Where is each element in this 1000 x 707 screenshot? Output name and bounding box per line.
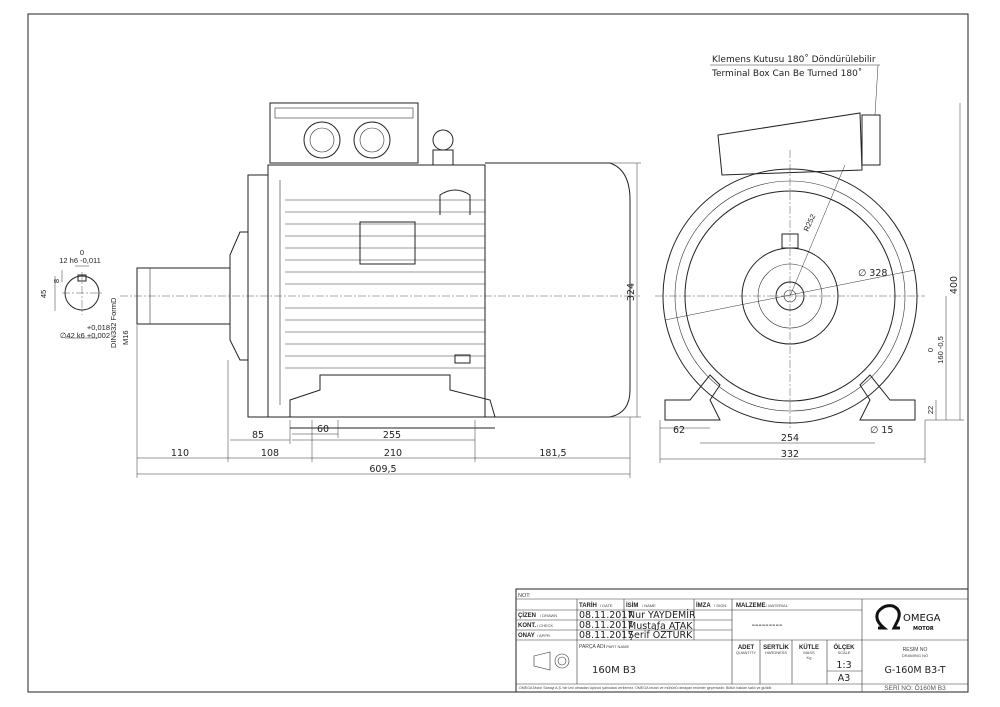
dim-108: 108	[261, 448, 279, 459]
row-date: 08.11.2017	[579, 610, 633, 621]
logo-text: OMEGA	[903, 613, 941, 624]
dim-609-5: 609,5	[369, 464, 396, 475]
mass-unit: Kg	[807, 655, 812, 660]
row-role-sub: / CHECK	[537, 623, 554, 628]
signature-row: ONAY / APPR. 08.11.2017 Şerif ÖZTÜRK	[518, 630, 693, 641]
terminal-box	[269, 102, 419, 164]
dim-255: 255	[383, 430, 401, 441]
serial-number: SERİ NO: Ö160M B3	[884, 683, 946, 692]
material-header: MALZEME	[736, 603, 766, 609]
row-role-sub: / DRAWN	[540, 613, 557, 618]
not-label: NOT:	[518, 593, 531, 599]
side-view-dimensions: 85 60 255 110 108 210 181,5 609,5 324	[136, 162, 641, 478]
front-view: Klemens Kutusu 180˚ Döndürülebilir Termi…	[655, 54, 925, 430]
dim-d328: ∅ 328	[858, 268, 887, 279]
logo-subtext: MOTOR	[913, 626, 934, 632]
motor-body	[267, 164, 486, 418]
paper-size: A3	[838, 673, 851, 684]
lifting-eye	[432, 129, 454, 151]
signature-row: ÇİZEN / DRAWN 08.11.2017 Nur YAYDEMİR	[518, 610, 696, 621]
row-name: Mustafa ATAK	[628, 621, 693, 632]
dim-85: 85	[252, 430, 264, 441]
hardness-header-sub: HARDNESS	[765, 650, 788, 655]
date-header: TARİH	[579, 602, 597, 609]
key-height: 8	[52, 279, 61, 283]
dim-210: 210	[384, 448, 402, 459]
side-view	[120, 102, 640, 429]
signature-row: KONT. / CHECK 08.11.2017 Mustafa ATAK	[518, 620, 693, 632]
drawing-no-header: RESİM NO	[903, 646, 928, 653]
fan-cover	[485, 162, 631, 418]
quantity-header-sub: QUANTITY	[736, 650, 757, 655]
dim-r252: R252	[802, 213, 818, 233]
row-date: 08.11.2017	[579, 630, 633, 641]
terminal-box-front	[717, 112, 863, 176]
mass-header-sub: MASS	[803, 650, 815, 655]
shaft-height: 45	[39, 290, 48, 298]
part-name-header-sub: / PART NAME	[604, 644, 629, 649]
dim-254: 254	[781, 433, 799, 444]
drawing-number: G-160M B3-T	[884, 665, 945, 676]
note-terminal-tr: Klemens Kutusu 180˚ Döndürülebilir	[712, 54, 876, 65]
foot-right	[859, 374, 916, 421]
sign-header-sub: / SIGN.	[714, 603, 727, 608]
shaft-section-detail: 0 12 h6 -0,011 8 45 +0,018 ∅42 k6 +0,002…	[39, 248, 130, 348]
row-date: 08.11.2017	[579, 620, 633, 631]
drawing-no-header-sub: DRAWING NO	[902, 653, 928, 658]
dim-324: 324	[626, 283, 637, 301]
copyright-footer: OMEGA Motor Sanayi A.Ş.'nin izni olmadan…	[519, 686, 772, 690]
row-name: Nur YAYDEMİR	[628, 610, 696, 621]
thread: M16	[121, 330, 130, 345]
foot-left	[664, 374, 721, 421]
dim-60: 60	[317, 424, 329, 435]
row-role-sub: / APPR.	[537, 633, 551, 638]
center-hole: DIN332 FormD	[109, 297, 118, 348]
sign-header: İMZA	[696, 602, 711, 609]
title-block: NOT: TARİH / DATE İSİM / NAME İMZA / SIG…	[515, 588, 969, 693]
dim-160-tolerance: 0	[926, 348, 935, 352]
key-tolerance-top: 0	[80, 248, 84, 257]
key-width: 12 h6 -0,011	[59, 256, 101, 265]
part-name-header: PARÇA ADI	[579, 644, 605, 650]
dim-400: 400	[949, 276, 960, 294]
row-role: ÇİZEN	[518, 612, 536, 619]
material-value: ---------	[752, 620, 783, 631]
scale-header-sub: SCALE	[837, 650, 850, 655]
dim-110: 110	[171, 448, 189, 459]
name-header-sub: / NAME	[642, 603, 656, 608]
foot-side	[289, 374, 496, 418]
note-terminal-en: Terminal Box Can Be Turned 180˚	[711, 68, 862, 79]
row-role: ONAY	[518, 633, 535, 639]
shaft-diameter: ∅42 k6 +0,002	[60, 331, 110, 340]
quantity-header: ADET	[738, 645, 755, 651]
scale-value: 1:3	[836, 660, 851, 671]
dim-22: 22	[926, 406, 935, 414]
dim-62: 62	[673, 425, 685, 436]
name-header: İSİM	[626, 602, 638, 609]
diameter-tolerance-top: +0,018	[87, 323, 110, 332]
part-name: 160M B3	[592, 665, 636, 676]
omega-motor-logo: OMEGA MOTOR	[875, 604, 941, 632]
hardness-header: SERTLİK	[763, 644, 789, 651]
dim-160: 160 -0,5	[936, 336, 945, 364]
dim-181-5: 181,5	[539, 448, 566, 459]
dim-d15: ∅ 15	[870, 425, 893, 436]
material-header-sub: / MATERIAL	[766, 603, 789, 608]
projection-symbol-icon	[533, 651, 570, 671]
mass-header: KÜTLE	[799, 644, 819, 651]
row-role: KONT.	[518, 623, 536, 629]
dim-332: 332	[781, 449, 799, 460]
scale-header: ÖLÇEK	[834, 644, 856, 651]
drawing-frame	[27, 13, 969, 693]
date-header-sub: / DATE	[600, 603, 613, 608]
row-name: Şerif ÖZTÜRK	[628, 630, 693, 641]
